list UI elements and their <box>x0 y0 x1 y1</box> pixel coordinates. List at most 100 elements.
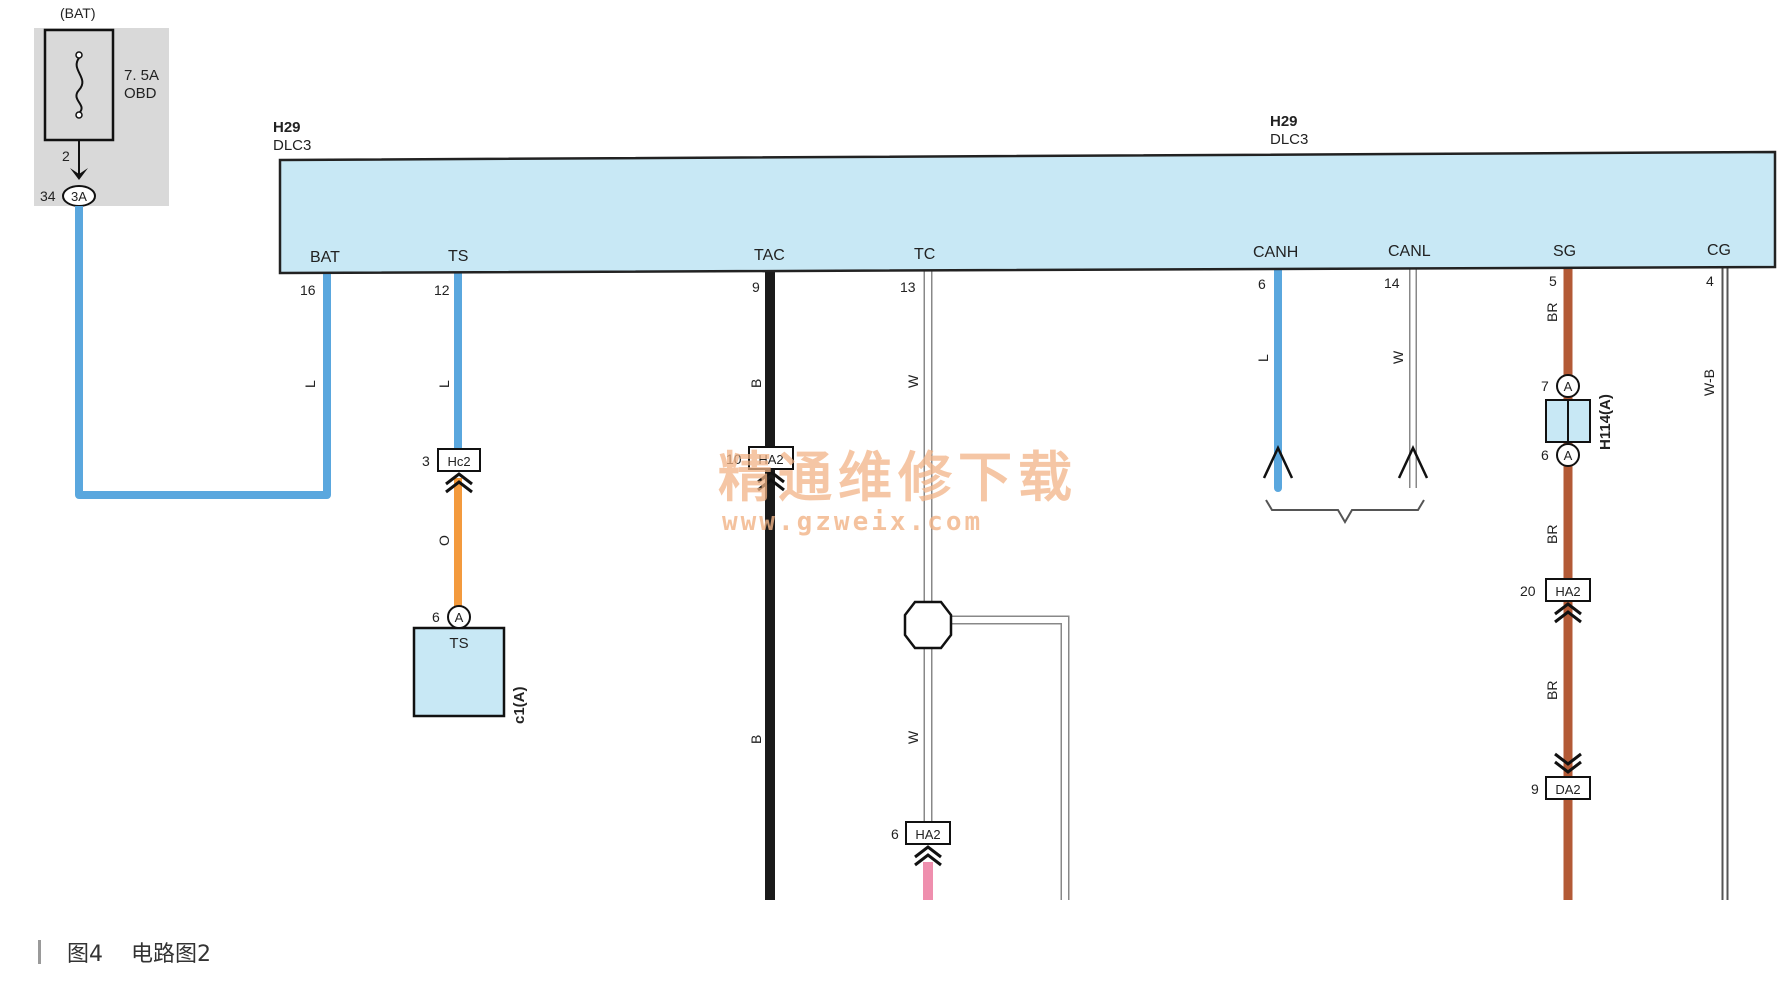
connector-ha2-sg-pin: 20 <box>1520 583 1536 599</box>
connector-h114-name: H114(A) <box>1597 394 1614 450</box>
connector-ha2-tac-label: HA2 <box>758 452 783 467</box>
dlc3-code-left: H29 <box>273 119 301 136</box>
connector-da2-chevron-icon <box>1554 752 1582 774</box>
wires <box>75 206 1729 900</box>
connector-hc2: Hc2 3 O <box>422 448 481 546</box>
dlc3-name-right: DLC3 <box>1270 131 1308 148</box>
canl-arrow-icon <box>1397 445 1429 479</box>
caption-bar <box>38 940 41 964</box>
dlc3-name-left: DLC3 <box>273 137 311 154</box>
wire-code-tc: W <box>905 374 921 388</box>
connector-ha2-tac: HA2 10 B <box>726 446 794 744</box>
connector-da2-box <box>1545 776 1591 800</box>
terminal-name-ts: TS <box>448 248 468 265</box>
pin-labels: 16 12 9 13 6 14 5 4 L L B W L W BR W-B <box>300 273 1717 396</box>
connector-hc2-label: Hc2 <box>447 454 470 469</box>
fuse-block-background <box>34 28 169 206</box>
fuse-rating: 7. 5A <box>124 67 159 84</box>
component-ts: A 6 TS c1(A) <box>412 605 528 724</box>
caption-title: 电路图2 <box>131 942 211 967</box>
wire-code-sg-lower: BR <box>1544 681 1560 700</box>
connector-ha2-sg-chevron-icon <box>1554 602 1582 624</box>
component-ts-letter: A <box>455 610 464 625</box>
pin-canl: 14 <box>1384 275 1400 291</box>
component-ts-box <box>412 626 506 718</box>
terminal-name-cg: CG <box>1707 242 1731 259</box>
connector-ha2-tac-box <box>748 446 794 470</box>
connector-h114-top <box>1556 374 1580 398</box>
connector-ha2-tac-pin: 10 <box>726 451 742 467</box>
connector-hc2-box <box>437 448 481 472</box>
terminal-name-tac: TAC <box>754 247 785 264</box>
terminal-name-bat: BAT <box>310 249 340 266</box>
splice-point <box>903 600 953 650</box>
connector-ha2-tc-chevron-icon <box>914 845 942 867</box>
component-ts-pin: 6 <box>432 609 440 625</box>
fuse-pin-out: 2 <box>62 148 70 164</box>
connector-da2: DA2 9 <box>1531 752 1591 800</box>
wire-tc-branch-core <box>948 617 1068 900</box>
dlc3-code-right: H29 <box>1270 113 1298 130</box>
fuse-name: OBD <box>124 85 157 102</box>
watermark-url: www.gzweix.com <box>722 507 983 537</box>
terminal-name-tc: TC <box>914 246 935 263</box>
connector-h114-bottom <box>1556 443 1580 467</box>
component-ts-name: TS <box>449 635 468 652</box>
pin-tc: 13 <box>900 279 916 295</box>
fuse-power-label: (BAT) <box>60 5 96 21</box>
connector-h114-pin-top: 7 <box>1541 378 1549 394</box>
connector-ha2-tc-box <box>905 821 951 845</box>
connector-h114-top-letter: A <box>1564 379 1573 394</box>
connector-da2-pin: 9 <box>1531 781 1539 797</box>
connector-ha2-sg: BR HA2 20 BR <box>1520 525 1591 700</box>
caption-figure-number: 图4 <box>67 942 103 967</box>
dlc3-panel <box>278 150 1777 275</box>
wire-code-sg: BR <box>1544 303 1560 322</box>
connector-h114-bottom-letter: A <box>1564 448 1573 463</box>
component-ts-code: c1(A) <box>511 686 528 724</box>
component-ts-connector <box>447 605 471 629</box>
connector-ha2-tc: W HA2 6 <box>891 600 953 867</box>
fuse-arrow-icon <box>70 168 88 180</box>
pin-cg: 4 <box>1706 273 1714 289</box>
wire-code-canh: L <box>1255 354 1271 362</box>
fuse-connector-pin: 34 <box>40 188 56 204</box>
wire-code-tac-lower: B <box>748 735 764 744</box>
pin-tac: 9 <box>752 279 760 295</box>
fuse-icon <box>75 57 84 114</box>
fuse-connector-label: 3A <box>71 189 87 204</box>
wire-code-tc-lower: W <box>905 730 921 744</box>
wire-code-ts-lower: O <box>436 535 452 546</box>
connector-da2-label: DA2 <box>1555 782 1580 797</box>
wire-bat <box>75 206 331 499</box>
can-brace <box>1265 499 1425 524</box>
watermark-text: 精通维修下载 <box>718 445 1078 509</box>
fuse-block: (BAT) 7. 5A OBD 2 3A 34 <box>34 5 169 207</box>
dlc3-connector: H29 DLC3 H29 DLC3 BAT TS TAC TC CANH CAN… <box>273 113 1777 275</box>
wire-tc-branch <box>948 615 1070 900</box>
can-bus-ends <box>1262 445 1429 524</box>
figure-caption: 图4 电路图2 <box>38 937 211 967</box>
terminal-name-sg: SG <box>1553 243 1576 260</box>
watermark: 精通维修下载 www.gzweix.com <box>718 445 1078 537</box>
wire-code-sg-mid: BR <box>1544 525 1560 544</box>
pin-ts: 12 <box>434 282 450 298</box>
fuse-terminal-top <box>75 51 83 59</box>
wire-code-canl: W <box>1390 350 1406 364</box>
connector-hc2-pin: 3 <box>422 453 430 469</box>
connector-h114: A 7 A 6 H114(A) <box>1541 374 1614 467</box>
terminal-name-canh: CANH <box>1253 244 1298 261</box>
pin-canh: 6 <box>1258 276 1266 292</box>
connector-ha2-tc-pin: 6 <box>891 826 899 842</box>
connector-ha2-tac-chevron-icon <box>757 470 785 492</box>
pin-bat: 16 <box>300 282 316 298</box>
wire-code-ts: L <box>436 380 452 388</box>
wire-code-tac: B <box>748 379 764 388</box>
canh-arrow-icon <box>1262 445 1294 479</box>
wire-code-cg: W-B <box>1701 369 1717 396</box>
connector-ha2-tc-label: HA2 <box>915 827 940 842</box>
terminal-name-canl: CANL <box>1388 243 1431 260</box>
connector-hc2-chevron-icon <box>445 472 473 494</box>
connector-ha2-sg-box <box>1545 578 1591 602</box>
